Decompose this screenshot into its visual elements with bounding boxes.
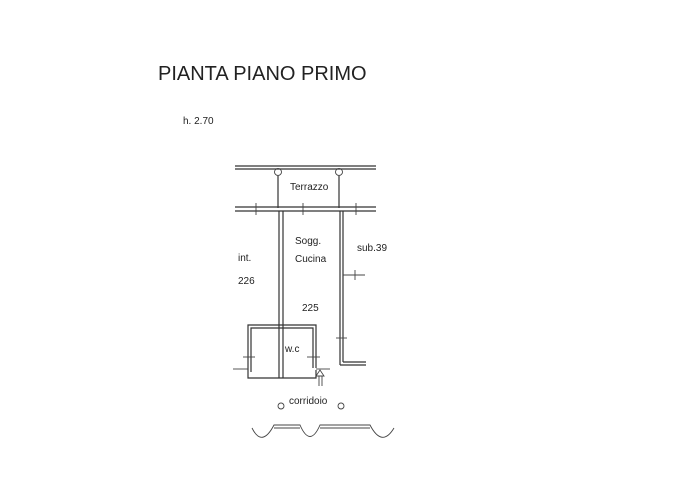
height-note: h. 2.70 — [183, 116, 214, 127]
terrace-walls — [235, 165, 376, 208]
interior-walls — [278, 211, 366, 378]
room-label-sogg: Sogg. — [295, 236, 321, 247]
room-label-terrazzo: Terrazzo — [290, 182, 329, 193]
page-title: PIANTA PIANO PRIMO — [158, 63, 367, 85]
label-int-number: 226 — [238, 276, 255, 287]
column-marker — [274, 168, 282, 176]
main-wall — [235, 203, 376, 215]
label-sub39: sub.39 — [357, 243, 387, 254]
column-marker — [277, 402, 285, 410]
corridor-arches — [251, 424, 395, 438]
label-int: int. — [238, 253, 251, 264]
wc-walls — [233, 324, 330, 379]
label-unit-number: 225 — [302, 303, 319, 314]
room-label-cucina: Cucina — [295, 254, 327, 265]
entrance-arrow-icon — [315, 369, 325, 386]
column-marker — [337, 402, 345, 410]
room-label-wc: w.c — [284, 344, 299, 355]
column-marker — [335, 168, 343, 176]
label-corridoio: corridoio — [289, 396, 328, 407]
